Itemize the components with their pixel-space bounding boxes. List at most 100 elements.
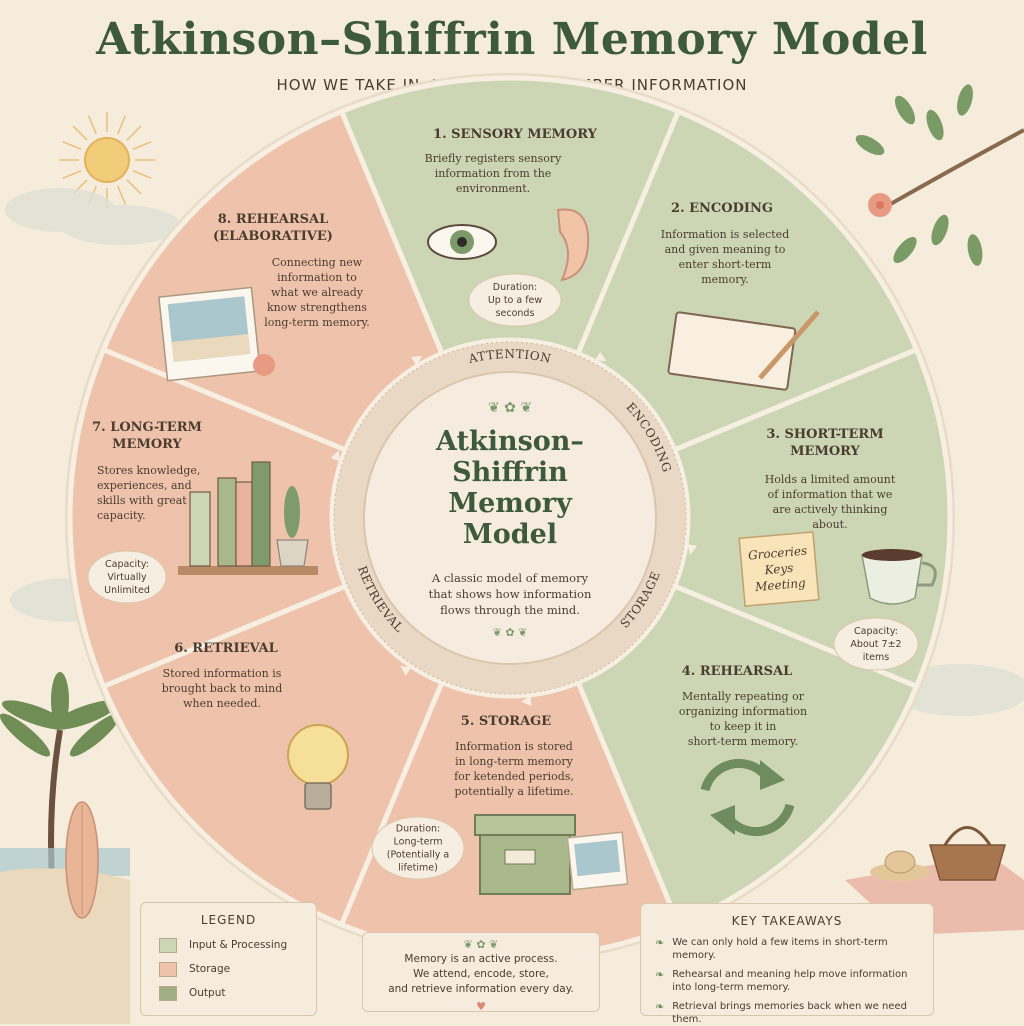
segment-title: MEMORY (112, 437, 182, 452)
legend-swatch-output (159, 985, 177, 1001)
legend-panel: LEGEND Input & Processing Storage Output (140, 902, 317, 1016)
segment-4: 4. REHEARSAL Mentally repeating or organiz… (679, 664, 807, 837)
center-title: Model (463, 519, 557, 550)
center-disc (363, 371, 657, 665)
badge-line: Duration: (493, 282, 537, 293)
segment-title: 7. LONG-TERM (92, 420, 202, 435)
lightbulb-icon (287, 724, 349, 810)
badge-line: Virtually (107, 572, 147, 583)
segment-badge: Duration: Up to a few seconds (468, 273, 562, 327)
badge-line: About 7±2 (850, 639, 901, 650)
cycle-arrows-icon (700, 758, 795, 837)
segment-description: short-term memory. (688, 735, 798, 748)
legend-item-output: Output (159, 983, 316, 1003)
center-description: flows through the mind. (440, 603, 580, 617)
segment-description: information to (277, 271, 357, 284)
takeaway-item: ❧ Retrieval brings memories back when we… (655, 1000, 923, 1026)
leaf-bullet-icon: ❧ (655, 1000, 665, 1013)
segment-description: of information that we (768, 488, 893, 501)
segment-title: 3. SHORT-TERM (766, 427, 883, 442)
leaf-bullet-icon: ❧ (655, 968, 665, 981)
badge-line: Capacity: (854, 626, 898, 637)
segment-description: Information is stored (455, 740, 573, 753)
segment-title: 2. ENCODING (671, 201, 773, 216)
page-title: Atkinson–Shiffrin Memory Model (96, 14, 928, 65)
segment-badge: Duration:Long-term(Potentially alifetime… (371, 816, 465, 880)
legend-title: LEGEND (200, 913, 257, 927)
surfboard-icon (65, 801, 99, 919)
segment-description: when needed. (183, 697, 261, 710)
segment-description: enter short-term (679, 258, 772, 271)
segment-2: 2. ENCODING Information is selected and gi… (661, 201, 820, 391)
segment-title: (ELABORATIVE) (213, 229, 333, 244)
segment-description: information from the (435, 167, 552, 180)
sticky-note-and-cup-icon (738, 531, 937, 607)
center-title: Shiffrin (452, 457, 568, 488)
segment-title: 1. SENSORY MEMORY (433, 127, 598, 142)
segment-description: know strengthens (267, 301, 367, 314)
takeaway-item: ❧ Rehearsal and meaning help move inform… (655, 968, 923, 994)
badge-line: seconds (496, 308, 535, 319)
legend-label-output: Output (189, 987, 226, 999)
segment-description: Holds a limited amount (765, 473, 896, 486)
legend-label-storage: Storage (189, 963, 231, 975)
segment-title: 4. REHEARSAL (682, 664, 793, 679)
legend-swatch-input (159, 937, 177, 953)
flow-arrow-icon (400, 665, 412, 676)
summary-line: We attend, encode, store, (413, 968, 549, 980)
badge-line: lifetime) (398, 863, 438, 874)
segment-title: MEMORY (790, 444, 860, 459)
sun-hat-icon (870, 850, 930, 881)
segment-description: skills with great (97, 494, 187, 507)
sticky-note-line: Meeting (754, 576, 807, 594)
segment-badge: Capacity: About 7±2 items (833, 617, 919, 671)
leaf-garland-icon: ❦ ✿ ❦ (493, 626, 528, 639)
segment-description: what we already (271, 286, 364, 299)
segment-title: 5. STORAGE (461, 714, 551, 729)
segment-description: about. (812, 518, 847, 531)
segment-description: Connecting new (272, 256, 363, 269)
segment-description: Briefly registers sensory (425, 152, 562, 165)
legend-item-input: Input & Processing (159, 935, 316, 955)
segment-description: environment. (456, 182, 530, 195)
badge-line: Unlimited (104, 585, 150, 596)
center-title: Atkinson– (435, 426, 584, 457)
heart-icon: ♥ (476, 1000, 486, 1013)
takeaways-title: KEY TAKEAWAYS (731, 914, 843, 928)
beach-photo-icon (158, 286, 275, 382)
flow-arrow-icon (687, 544, 697, 555)
segment-description: capacity. (97, 509, 146, 522)
badge-line: Capacity: (105, 559, 149, 570)
segment-description: long-term memory. (264, 316, 370, 329)
segment-description: Information is selected (661, 228, 790, 241)
center-title: Memory (448, 488, 573, 519)
segment-description: Mentally repeating or (682, 690, 805, 703)
segment-5: 5. STORAGE Information is stored in long-t… (371, 714, 629, 895)
badge-line: items (863, 652, 889, 663)
badge-line: Duration: (396, 824, 440, 835)
segment-description: are actively thinking (773, 503, 888, 516)
eye-and-ear-icon (427, 208, 590, 282)
segment-description: experiences, and (97, 479, 192, 492)
badge-line: Long-term (394, 837, 443, 848)
sand-icon (0, 868, 130, 1024)
segment-description: Stored information is (163, 667, 282, 680)
segment-8: 8. REHEARSAL (ELABORATIVE) Connecting new i… (158, 212, 370, 382)
segment-description: Stores knowledge, (97, 464, 200, 477)
segment-description: and given meaning to (665, 243, 786, 256)
segment-title: 8. REHEARSAL (218, 212, 329, 227)
badge-line: Up to a few (488, 295, 543, 306)
leaf-garland-icon: ❦ ✿ ❦ (463, 938, 499, 951)
legend-label-input: Input & Processing (189, 939, 288, 951)
flow-arrow-icon (521, 695, 532, 706)
key-takeaways-panel: KEY TAKEAWAYS ❧ We can only hold a few i… (640, 903, 934, 1025)
sticky-note-line: Groceries (748, 544, 808, 563)
notebook-icon (667, 310, 820, 391)
segment-description: to keep it in (710, 720, 777, 733)
flow-arrow-icon (411, 356, 423, 366)
segment-description: in long-term memory (455, 755, 573, 768)
segment-description: organizing information (679, 705, 807, 718)
